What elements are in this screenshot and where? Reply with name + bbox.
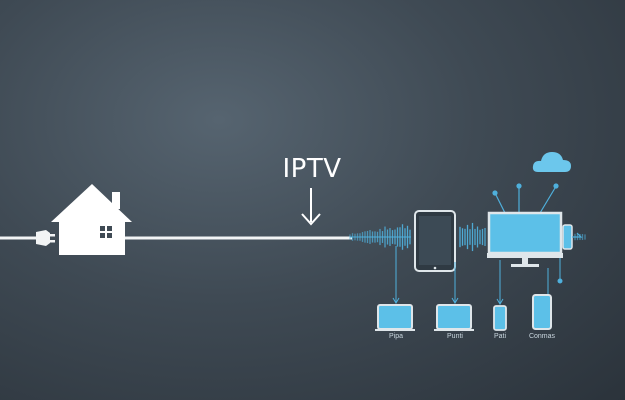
plug-icon — [36, 230, 55, 246]
phone-icon — [493, 305, 507, 331]
down-arrow-icon — [301, 188, 321, 226]
diagram-title: IPTV — [282, 154, 342, 184]
tablet-icon — [414, 210, 456, 272]
monitor-icon — [487, 211, 563, 267]
signal-waveform — [349, 222, 586, 252]
tablet-icon — [434, 304, 474, 331]
house-icon — [51, 184, 132, 255]
antenna-lines — [492, 183, 559, 214]
device-label: Pipa — [388, 333, 403, 340]
device-label: Conmas — [528, 333, 556, 340]
phone-icon — [562, 224, 583, 250]
device-label: Pati — [493, 333, 507, 340]
laptop-icon — [375, 304, 415, 331]
branch-lines — [392, 246, 563, 305]
cloud-icon — [532, 152, 571, 172]
phone-icon — [532, 294, 552, 330]
device-label: Punti — [447, 333, 463, 340]
